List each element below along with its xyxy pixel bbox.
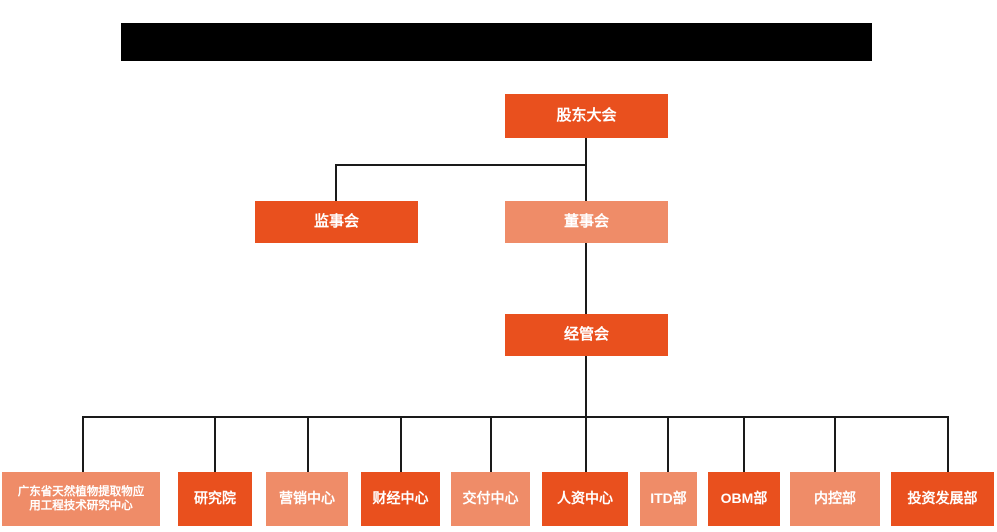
- connector-drop-dept-7: [667, 416, 669, 472]
- node-dept-guangdong-research-center[interactable]: 广东省天然植物提取物应 用工程技术研究中心: [2, 472, 160, 526]
- connector-board-to-management: [585, 243, 587, 314]
- connector-drop-dept-9: [834, 416, 836, 472]
- node-dept-human-resources-center[interactable]: 人资中心: [542, 472, 628, 526]
- connector-department-bus: [82, 416, 948, 418]
- connector-drop-supervisors: [335, 164, 337, 202]
- redacted-title-bar: [121, 23, 872, 61]
- node-management-committee[interactable]: 经管会: [505, 314, 668, 356]
- node-dept-obm[interactable]: OBM部: [708, 472, 780, 526]
- node-dept-delivery-center[interactable]: 交付中心: [451, 472, 530, 526]
- node-dept-itd[interactable]: ITD部: [640, 472, 697, 526]
- connector-drop-dept-4: [400, 416, 402, 472]
- node-dept-investment-development[interactable]: 投资发展部: [891, 472, 994, 526]
- node-shareholders-meeting[interactable]: 股东大会: [505, 94, 668, 138]
- connector-drop-dept-1: [82, 416, 84, 472]
- connector-drop-dept-3: [307, 416, 309, 472]
- connector-drop-dept-10: [947, 416, 949, 472]
- connector-drop-dept-6: [585, 416, 587, 472]
- connector-drop-dept-2: [214, 416, 216, 472]
- node-board-of-directors[interactable]: 董事会: [505, 201, 668, 243]
- node-dept-marketing-center[interactable]: 营销中心: [266, 472, 348, 526]
- connector-branch-to-supervisors: [336, 164, 586, 166]
- connector-drop-dept-5: [490, 416, 492, 472]
- connector-management-to-bus: [585, 356, 587, 417]
- connector-drop-dept-8: [743, 416, 745, 472]
- node-dept-finance-center[interactable]: 财经中心: [361, 472, 440, 526]
- node-dept-internal-control[interactable]: 内控部: [790, 472, 880, 526]
- connector-shareholders-to-board: [585, 138, 587, 203]
- node-dept-research-institute[interactable]: 研究院: [178, 472, 252, 526]
- node-board-of-supervisors[interactable]: 监事会: [255, 201, 418, 243]
